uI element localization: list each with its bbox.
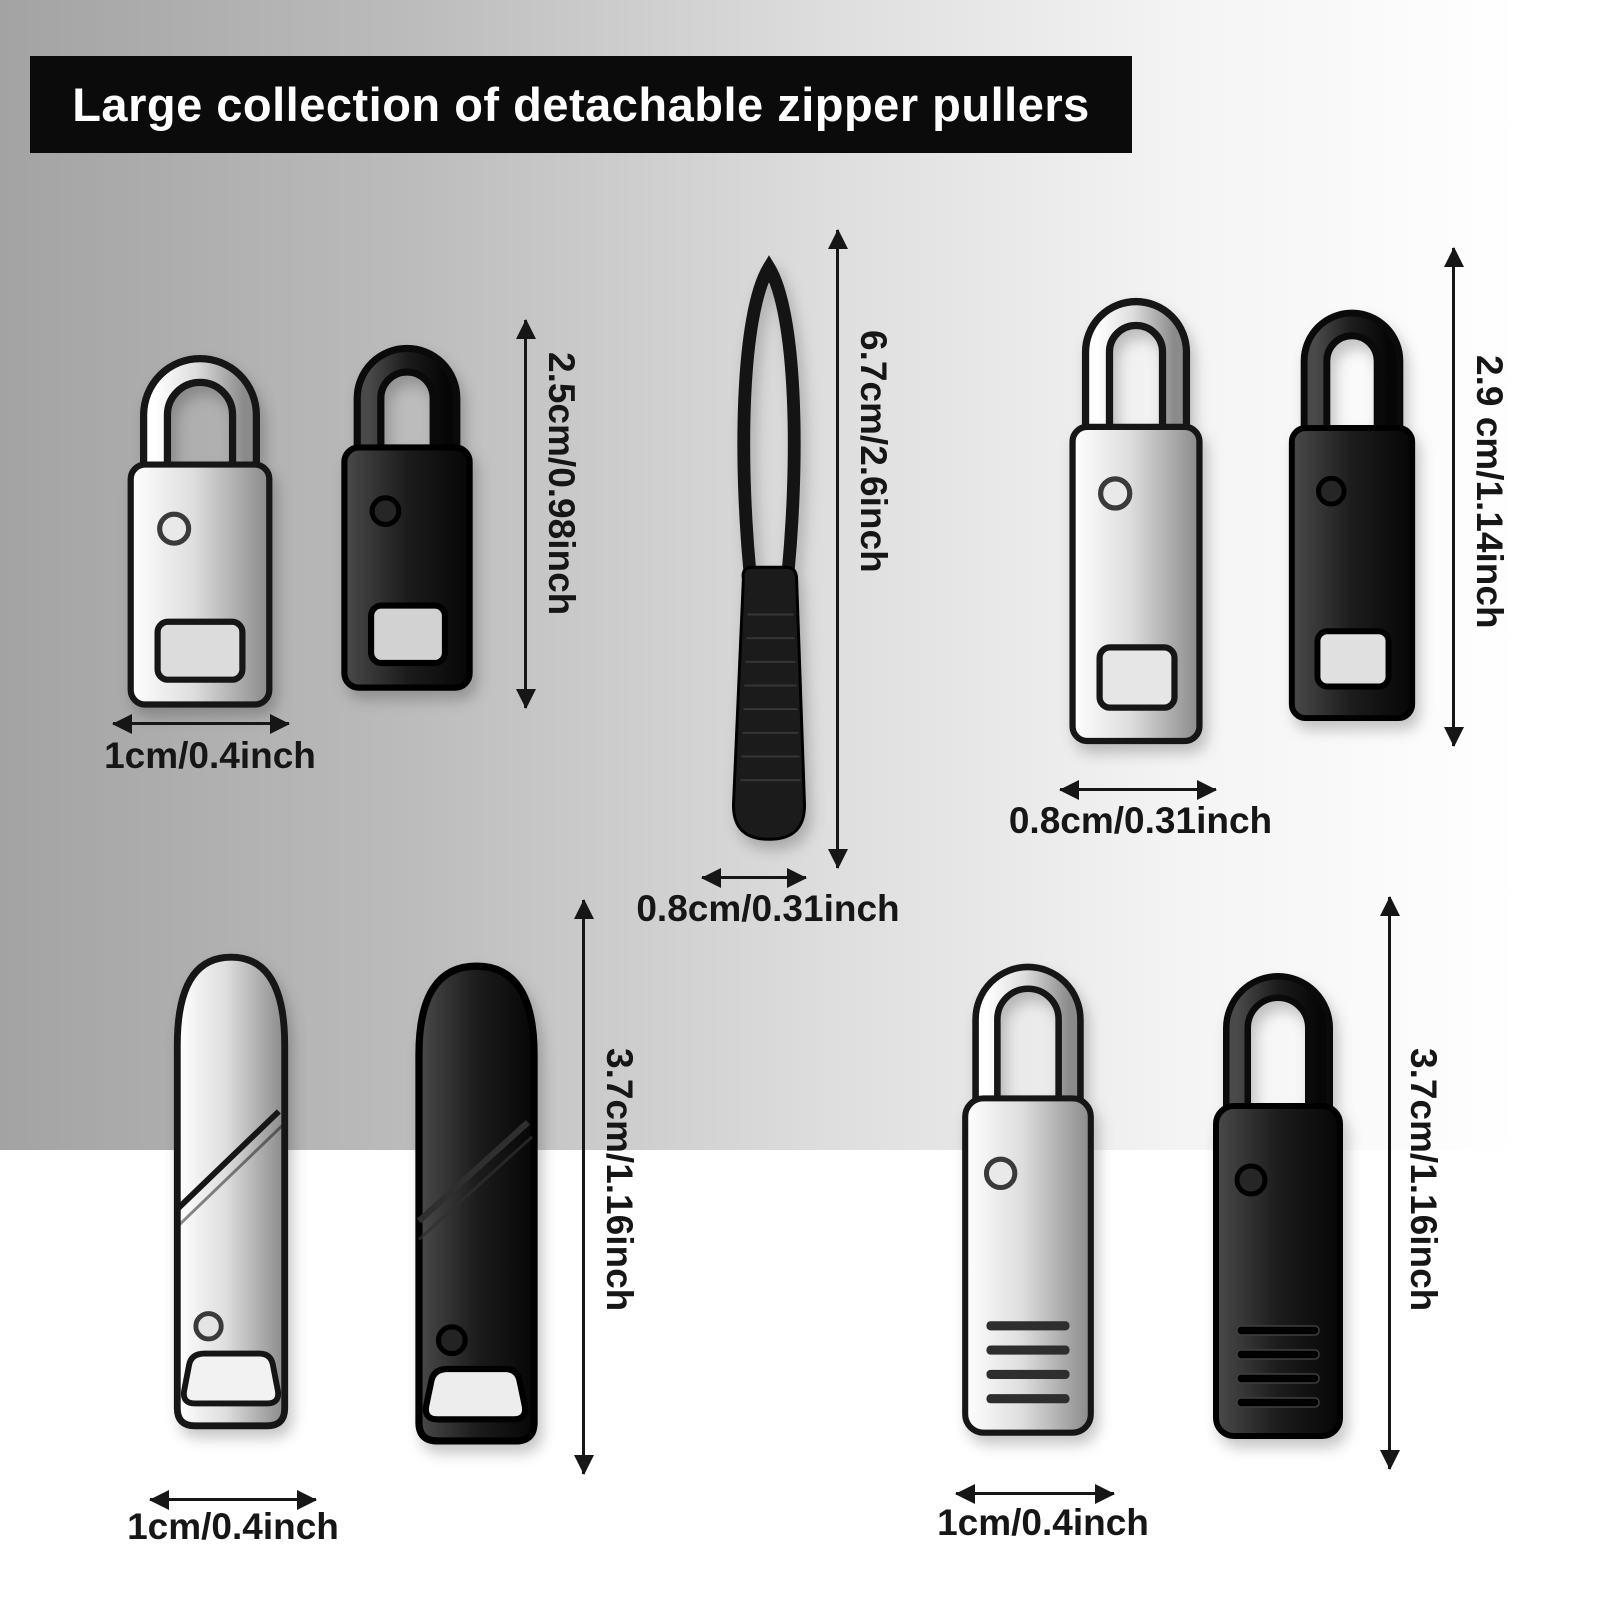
zipper-puller-black-small-image	[341, 344, 473, 691]
horizontal-dimension-arrow	[1060, 788, 1216, 791]
width-dimension-label: 1cm/0.4inch	[937, 1502, 1149, 1543]
vertical-dimension-arrow	[582, 900, 585, 1474]
horizontal-dimension-arrow	[702, 876, 806, 879]
zipper-puller-black-medium-image	[1288, 309, 1416, 722]
horizontal-dimension-arrow	[956, 1492, 1114, 1495]
vertical-dimension-arrow	[836, 230, 839, 868]
width-dimension-label: 1cm/0.4inch	[104, 735, 316, 776]
horizontal-dimension-arrow	[150, 1498, 316, 1501]
width-dimension-label: 0.8cm/0.31inch	[1008, 800, 1273, 841]
zipper-puller-silver-small-image	[127, 354, 273, 708]
zipper-puller-black-large-image	[1213, 973, 1343, 1439]
cord-zipper-pull-image	[732, 255, 806, 841]
vertical-dimension-arrow	[524, 320, 527, 708]
carabiner-puller-silver-image	[173, 953, 289, 1430]
height-dimension-label: 2.5cm/0.98inch	[541, 352, 582, 616]
horizontal-dimension-arrow	[113, 722, 289, 725]
title-banner: Large collection of detachable zipper pu…	[30, 56, 1132, 153]
carabiner-puller-black-image	[415, 962, 538, 1445]
vertical-dimension-arrow	[1388, 897, 1391, 1469]
page-title: Large collection of detachable zipper pu…	[72, 78, 1090, 131]
width-dimension-label: 1cm/0.4inch	[127, 1506, 339, 1547]
zipper-puller-silver-large-image	[962, 963, 1094, 1436]
height-dimension-label: 2.9 cm/1.14inch	[1469, 355, 1510, 629]
height-dimension-label: 3.7cm/1.16inch	[1403, 1048, 1444, 1312]
zipper-puller-silver-medium-image	[1069, 297, 1203, 745]
height-dimension-label: 6.7cm/2.6inch	[853, 330, 894, 573]
height-dimension-label: 3.7cm/1.16inch	[599, 1048, 640, 1312]
width-dimension-label: 0.8cm/0.31inch	[636, 888, 900, 929]
vertical-dimension-arrow	[1452, 248, 1455, 746]
